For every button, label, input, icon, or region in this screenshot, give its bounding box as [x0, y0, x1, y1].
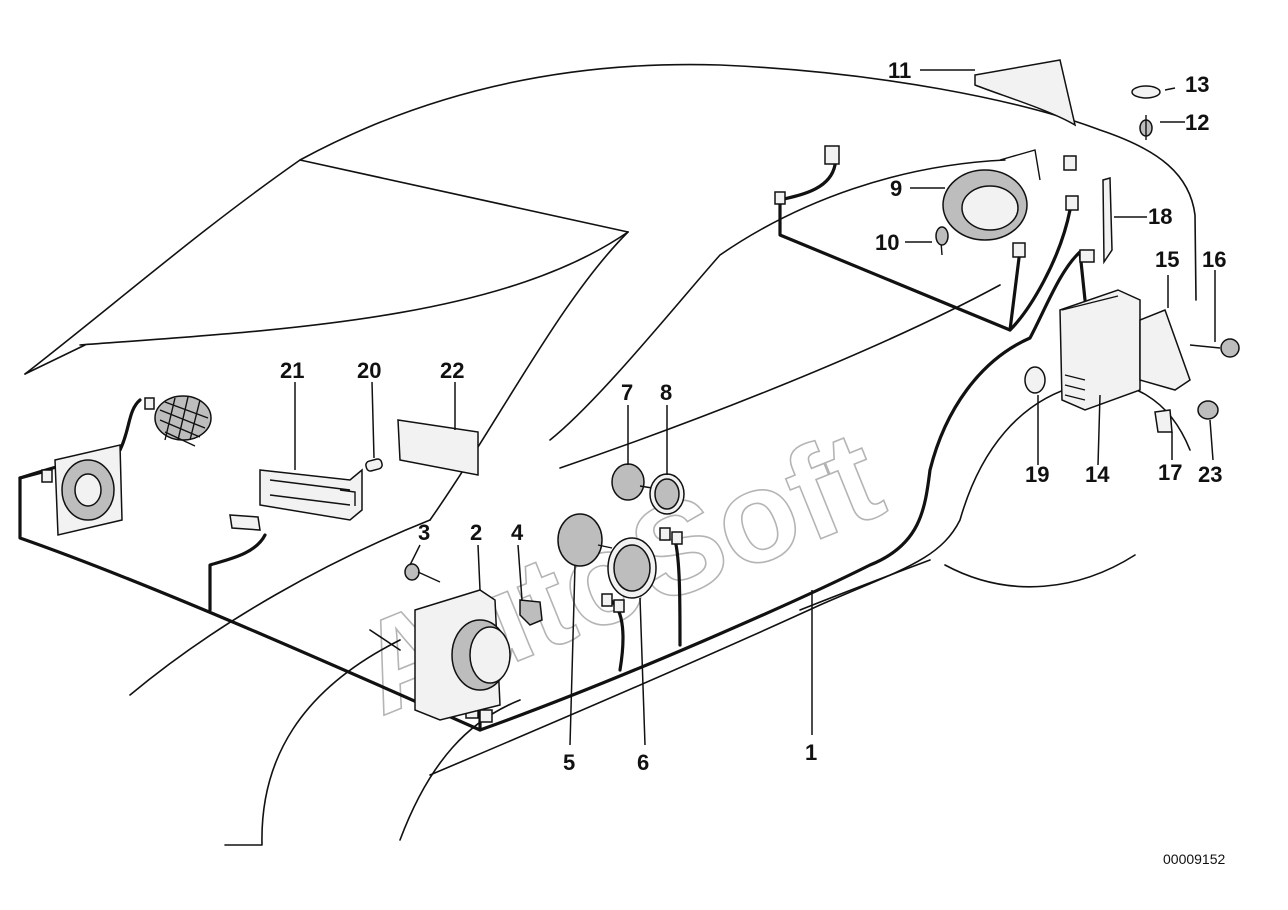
strip-part-18 — [1102, 177, 1113, 265]
label-7: 7 — [621, 380, 633, 405]
label-16: 16 — [1202, 247, 1226, 272]
label-22: 22 — [440, 358, 464, 383]
car-body-outline — [24, 63, 1197, 846]
tweeter-grille — [154, 395, 212, 447]
label-18: 18 — [1148, 204, 1172, 229]
rear-mid-speaker — [557, 513, 657, 599]
bracket-part-15 — [1139, 309, 1191, 391]
diagram-code: 00009152 — [1163, 851, 1226, 867]
clip-part-4 — [519, 599, 543, 626]
label-9: 9 — [890, 176, 902, 201]
small-speaker-7-8 — [611, 463, 685, 515]
label-23: 23 — [1198, 462, 1222, 487]
leader-lines — [294, 69, 1216, 746]
clip-part-17 — [1154, 409, 1173, 433]
label-20: 20 — [357, 358, 381, 383]
label-2: 2 — [470, 520, 482, 545]
label-13: 13 — [1185, 72, 1209, 97]
rear-deck-speaker — [942, 149, 1041, 241]
cable-tie-part-19 — [1024, 366, 1046, 394]
pin-part-20 — [365, 458, 383, 472]
label-17: 17 — [1158, 460, 1182, 485]
connectors — [41, 145, 1095, 723]
screw-part-10 — [935, 226, 949, 256]
pad-part-22 — [397, 419, 479, 476]
label-1: 1 — [805, 740, 817, 765]
label-19: 19 — [1025, 462, 1049, 487]
label-14: 14 — [1085, 462, 1110, 487]
callout-labels: 1 2 3 4 5 6 7 8 9 10 11 12 13 14 15 16 1… — [280, 58, 1226, 775]
label-12: 12 — [1185, 110, 1209, 135]
antenna-housing — [974, 59, 1077, 127]
label-21: 21 — [280, 358, 304, 383]
screw-part-3 — [404, 563, 441, 583]
label-6: 6 — [637, 750, 649, 775]
label-4: 4 — [511, 520, 524, 545]
connector-block — [229, 514, 261, 531]
left-speaker — [54, 444, 123, 536]
nut-part-23 — [1197, 400, 1219, 420]
label-8: 8 — [660, 380, 672, 405]
label-11: 11 — [888, 58, 911, 83]
screw-washer-12-13 — [1131, 85, 1161, 140]
label-10: 10 — [875, 230, 899, 255]
amplifier — [1059, 289, 1141, 411]
label-5: 5 — [563, 750, 575, 775]
bolt-part-16 — [1189, 338, 1240, 358]
radio-frame — [259, 468, 363, 521]
front-speaker — [414, 589, 511, 721]
label-3: 3 — [418, 520, 430, 545]
label-15: 15 — [1155, 247, 1179, 272]
